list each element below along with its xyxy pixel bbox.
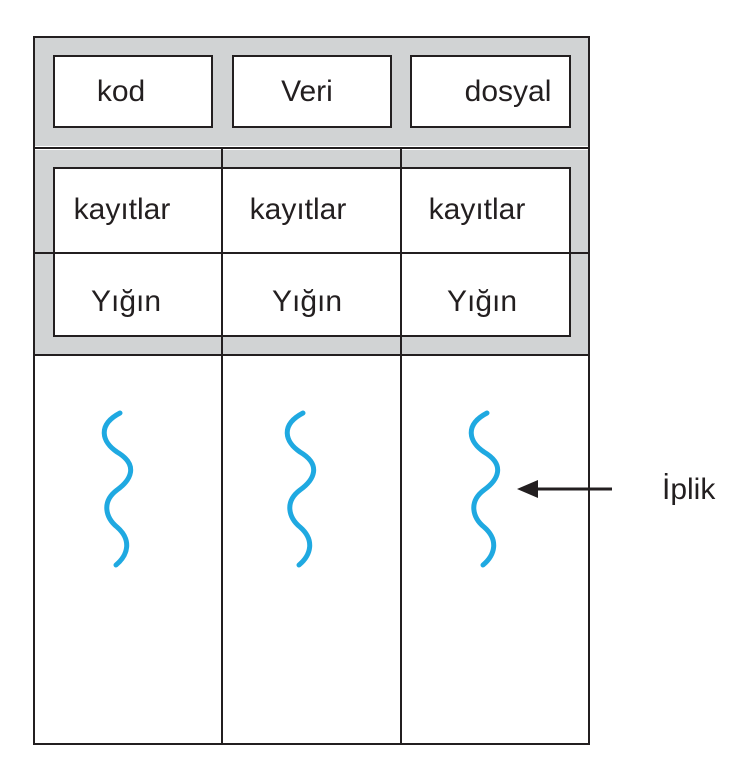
thread-grid bbox=[34, 167, 589, 337]
thread-1-squiggle-icon bbox=[101, 410, 133, 568]
thread-2-stack: Yığın bbox=[272, 285, 342, 318]
thread-2-squiggle-icon bbox=[284, 410, 316, 568]
thread-3-squiggle-icon bbox=[468, 410, 500, 568]
thread-arrowhead-icon bbox=[517, 480, 538, 498]
thread-label: İplik bbox=[662, 473, 716, 506]
shared-box-data: Veri bbox=[232, 55, 392, 128]
shared-box-code-label: kod bbox=[97, 75, 145, 108]
thread-3-registers: kayıtlar bbox=[429, 193, 526, 226]
shared-box-code: kod bbox=[53, 55, 213, 128]
thread-3-stack: Yığın bbox=[447, 285, 517, 318]
thread-1-registers: kayıtlar bbox=[74, 193, 171, 226]
shared-box-data-label: Veri bbox=[281, 75, 333, 108]
shared-box-files-label: dosyal bbox=[465, 75, 552, 108]
thread-1-stack: Yığın bbox=[91, 285, 161, 318]
shared-box-files: dosyal bbox=[410, 55, 571, 128]
thread-2-registers: kayıtlar bbox=[250, 193, 347, 226]
